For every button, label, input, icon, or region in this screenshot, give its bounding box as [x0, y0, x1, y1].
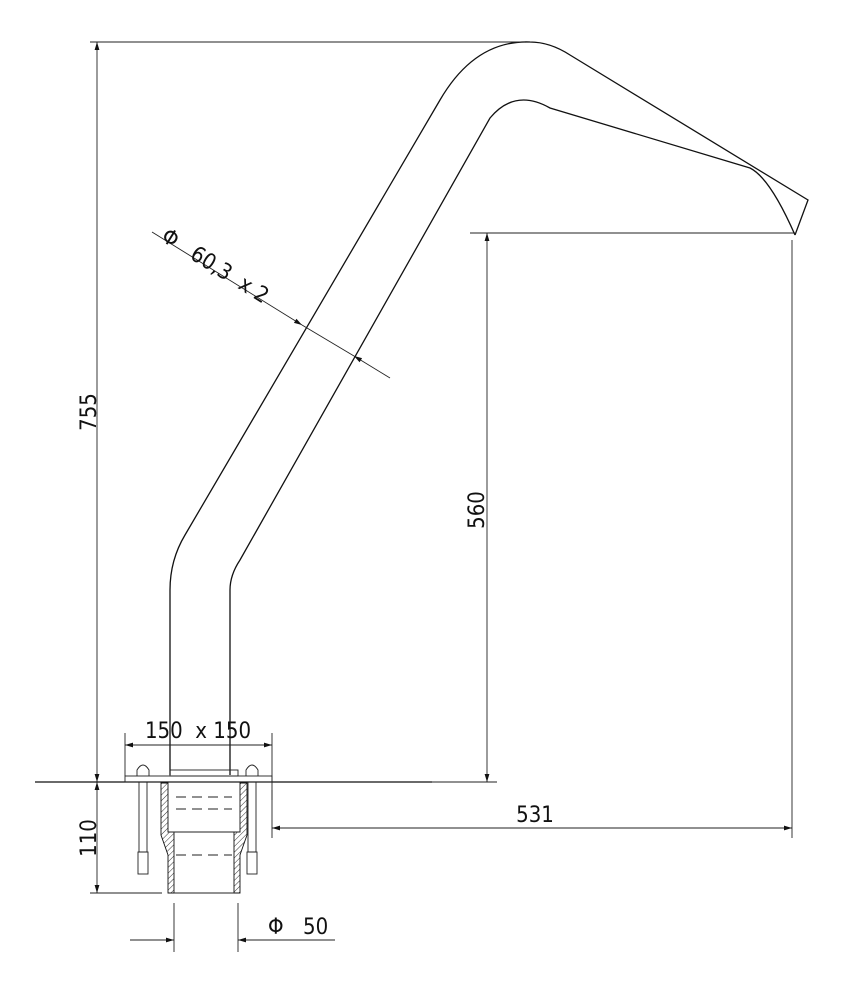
diameter-symbol: Φ — [268, 915, 284, 940]
anchor-sleeve — [124, 769, 273, 894]
dim-pipe-label: 60,3 x 2 — [186, 242, 273, 309]
dimension-plate-size: 150 x 150 — [124, 719, 273, 800]
dimension-anchor-depth: 110 — [77, 782, 162, 894]
dimension-total-height: 755 — [77, 41, 525, 782]
dim-50-label: 50 — [303, 915, 328, 940]
handrail-pipe — [169, 41, 809, 775]
dim-110-label: 110 — [77, 819, 102, 857]
anchor-bolt-right — [245, 764, 259, 875]
dimension-reach: 531 — [271, 240, 793, 838]
anchor-bolt-left — [136, 764, 150, 875]
dim-531-label: 531 — [516, 803, 554, 828]
dim-560-label: 560 — [465, 491, 490, 529]
dim-plate-label: 150 x 150 — [145, 719, 251, 744]
dimension-sleeve-diameter: Φ 50 — [130, 903, 335, 952]
dim-755-label: 755 — [77, 393, 102, 431]
dimension-outlet-height: 560 — [432, 232, 795, 783]
